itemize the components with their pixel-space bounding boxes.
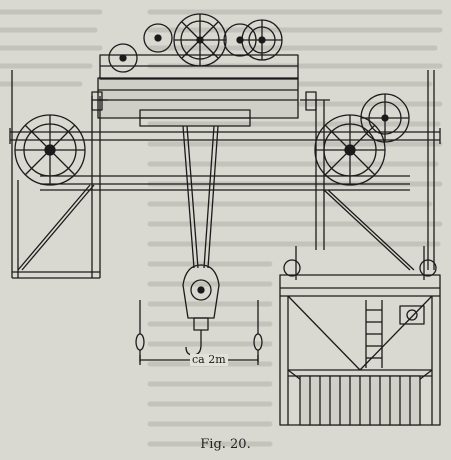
trolley-gears: [108, 13, 283, 73]
hoist-ropes: [182, 125, 219, 269]
figure-caption: Fig. 20.: [200, 437, 251, 452]
left-drum: [14, 114, 86, 186]
right-leg: [300, 70, 435, 271]
right-machine: [399, 305, 425, 325]
side-hook-right: [253, 300, 263, 362]
left-leg: [11, 70, 108, 279]
ladder: [365, 300, 383, 368]
right-drum: [314, 93, 410, 186]
lower-frame: [279, 246, 441, 426]
side-hook-left: [135, 300, 145, 362]
dimension-label: ca 2m: [190, 353, 228, 366]
hook-block: [182, 264, 220, 356]
trolley: [97, 54, 299, 127]
